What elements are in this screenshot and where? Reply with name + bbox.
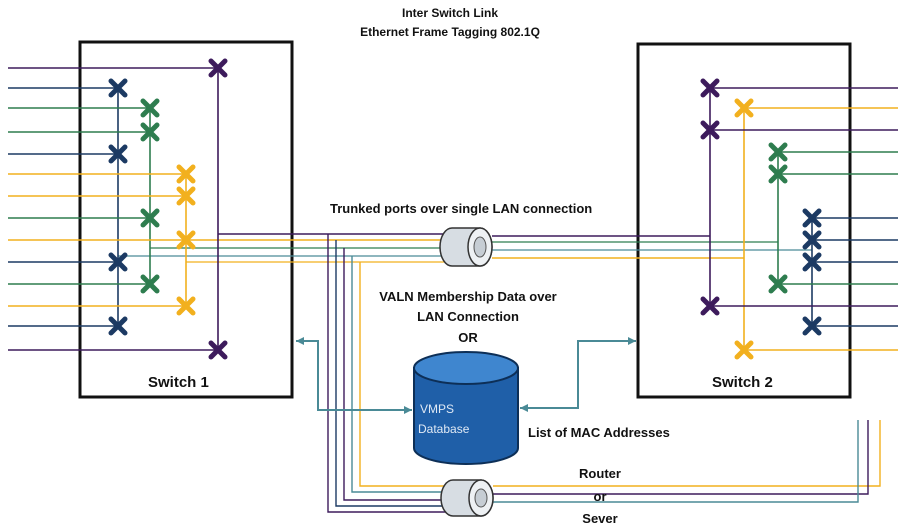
port-x-marker: [140, 208, 160, 228]
title-line-1: Inter Switch Link: [401, 6, 498, 20]
port-x-marker: [802, 316, 822, 336]
port-x-marker: [208, 340, 228, 360]
switch1-label: Switch 1: [148, 374, 209, 391]
vmps-label-line-3: OR: [458, 330, 478, 345]
port-x-marker: [700, 120, 720, 140]
database-label-line-2: Database: [418, 422, 470, 436]
trunk-wire: [335, 240, 453, 507]
trunk-wire: [327, 234, 453, 513]
trunk-links: [118, 233, 881, 513]
port-x-marker: [176, 230, 196, 250]
port-lines: [8, 67, 898, 351]
port-x-marker: [176, 164, 196, 184]
arrowheads: [296, 337, 636, 414]
port-x-marker: [176, 296, 196, 316]
trunk-label: Trunked ports over single LAN connection: [330, 201, 593, 216]
port-x-marker: [802, 208, 822, 228]
trunk-wire: [493, 420, 859, 503]
switch2-label: Switch 2: [712, 374, 773, 391]
port-markers: [108, 58, 822, 360]
port-x-marker: [734, 340, 754, 360]
trunk-connector-icon: [439, 227, 493, 267]
router-label-line-2: or: [593, 489, 607, 504]
port-x-marker: [734, 98, 754, 118]
title-line-2: Ethernet Frame Tagging 802.1Q: [360, 25, 540, 39]
vmps-label-line-1: VALN Membership Data over: [379, 289, 557, 304]
port-x-marker: [768, 164, 788, 184]
trunk-wire: [493, 420, 881, 487]
port-x-marker: [208, 58, 228, 78]
mac-list-connectors: [296, 340, 636, 411]
port-x-marker: [108, 316, 128, 336]
vmps-database-icon: [413, 351, 519, 465]
port-x-marker: [802, 230, 822, 250]
port-x-marker: [802, 252, 822, 272]
trunk-wire: [359, 262, 453, 487]
router-connector-icon: [440, 479, 494, 517]
port-x-marker: [108, 78, 128, 98]
trunk-wire: [351, 256, 453, 493]
port-x-marker: [700, 78, 720, 98]
port-x-marker: [108, 252, 128, 272]
database-label-line-1: VMPS: [420, 402, 455, 416]
port-x-marker: [140, 122, 160, 142]
port-x-marker: [176, 186, 196, 206]
port-x-marker: [108, 144, 128, 164]
trunk-wire: [343, 248, 453, 501]
router-label-line-1: Router: [579, 466, 621, 481]
port-x-marker: [768, 274, 788, 294]
mac-addresses-label: List of MAC Addresses: [528, 425, 670, 440]
router-label-line-3: Sever: [582, 511, 618, 526]
trunk-wire: [493, 420, 869, 495]
port-x-marker: [700, 296, 720, 316]
vmps-label-line-2: LAN Connection: [417, 309, 519, 324]
port-x-marker: [140, 274, 160, 294]
port-x-marker: [140, 98, 160, 118]
port-x-marker: [768, 142, 788, 162]
